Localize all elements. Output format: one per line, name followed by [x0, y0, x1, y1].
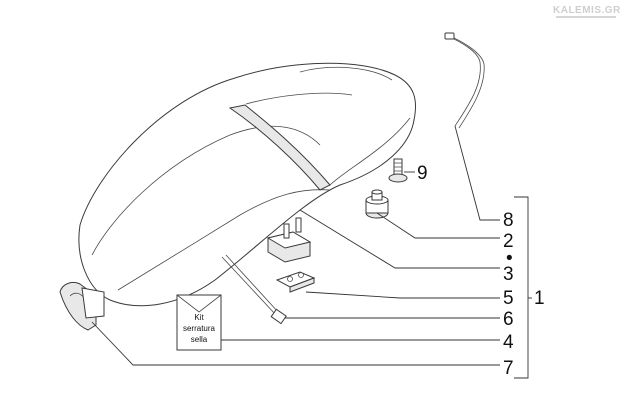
hinge-block-part	[266, 217, 312, 263]
callout-2: 2	[503, 231, 514, 252]
kit-label-line3: sella	[191, 335, 208, 344]
seat-release-cable	[444, 32, 485, 129]
latch-bracket-part	[275, 271, 316, 293]
callout-7: 7	[503, 358, 514, 379]
rubber-buffer-part	[365, 189, 389, 219]
callout-5: 5	[503, 288, 514, 309]
kit-label-line1: Kit	[194, 313, 204, 322]
callout-4: 4	[503, 332, 514, 353]
callout-1: 1	[534, 288, 545, 309]
watermark-logo: KALEMIS.GR	[553, 5, 621, 16]
side-cover-part	[59, 281, 105, 331]
callout-6: 6	[503, 309, 514, 330]
callout-8: 8	[503, 210, 514, 231]
leader-lines	[91, 125, 532, 379]
strap-tie-part	[221, 254, 287, 325]
watermark-flag	[556, 16, 616, 18]
kit-label-line2: serratura	[183, 324, 216, 333]
callout-9: 9	[417, 163, 428, 184]
callout-dot: •	[506, 248, 513, 269]
seat-lock-kit-packet: Kit serratura sella	[176, 294, 222, 351]
bolt-part	[388, 158, 408, 183]
callout-3: 3	[503, 264, 514, 285]
seat-assembly	[78, 62, 417, 307]
